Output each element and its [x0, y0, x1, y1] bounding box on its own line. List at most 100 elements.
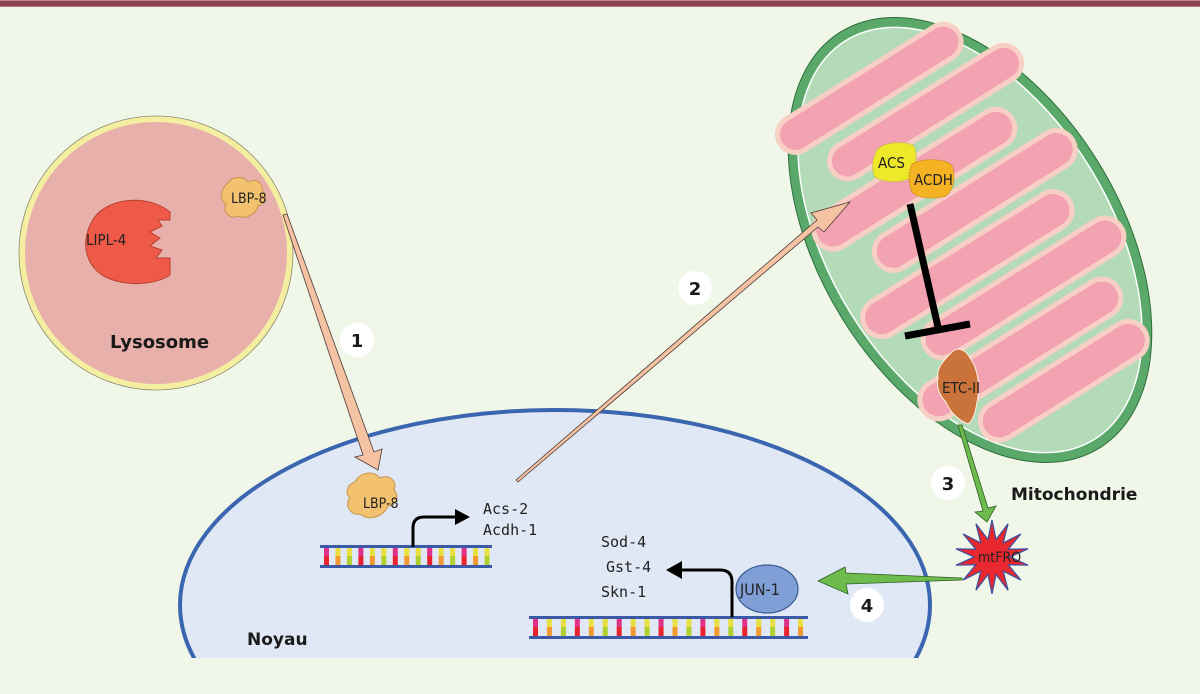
- nucleus-label: Noyau: [247, 630, 308, 650]
- dna-base-pair: [770, 619, 776, 628]
- dna-base-pair: [346, 556, 352, 565]
- dna-base-pair: [461, 556, 467, 565]
- gene-gst4: Gst-4: [606, 558, 651, 576]
- step-number-3: 3: [942, 474, 955, 495]
- dna-base-pair: [602, 627, 608, 636]
- dna-base-pair: [728, 619, 734, 628]
- dna-strand-1: [320, 545, 492, 568]
- dna-base-pair: [714, 627, 720, 636]
- jun1-protein: [735, 564, 799, 614]
- dna-base-pair: [658, 627, 664, 636]
- dna-base-pair: [438, 556, 444, 565]
- gene-acs2: Acs-2: [483, 500, 528, 518]
- lbp8-nucleus-protein: [346, 472, 398, 519]
- acs-label: ACS: [878, 154, 905, 172]
- step-badge-2: 2: [678, 271, 712, 305]
- step-number-4: 4: [861, 596, 874, 617]
- dna-base-pair: [728, 627, 734, 636]
- acdh-protein: [908, 159, 955, 199]
- lysosome: LIPL-4 Lysosome LBP-8: [18, 115, 294, 391]
- dna-base-pair: [588, 619, 594, 628]
- mtfro-label: mtFRO: [978, 550, 1021, 566]
- dna-base-pair: [798, 627, 804, 636]
- transcription-arrow-1: [411, 515, 458, 547]
- dna-base-pair: [533, 619, 538, 628]
- lbp8-lysosome-protein: [221, 177, 266, 218]
- dna-base-pair: [450, 556, 456, 565]
- dna-base-pair: [574, 619, 580, 628]
- dna-backbone-top: [529, 616, 808, 619]
- jun1-label: JUN-1: [739, 580, 780, 599]
- step-badge-1: 1: [340, 323, 374, 357]
- dna-base-pair: [324, 548, 329, 557]
- lipl4-label: LIPL-4: [86, 231, 126, 249]
- dna-base-pair: [546, 619, 552, 628]
- dna-base-pair: [404, 548, 410, 557]
- dna-base-pair: [658, 619, 664, 628]
- dna-backbone-bottom: [529, 636, 808, 639]
- dna-base-pair: [574, 627, 580, 636]
- dna-base-pair: [473, 556, 479, 565]
- top-border-bar: [0, 0, 1200, 7]
- dna-backbone-bottom: [320, 565, 492, 568]
- transcription-arrowhead-2: [666, 561, 682, 579]
- dna-base-pair: [533, 627, 538, 636]
- dna-base-pair: [392, 556, 398, 565]
- etc2-complex: [937, 348, 979, 425]
- mito-cristae: [775, 21, 1150, 443]
- arrow-step-4: [817, 566, 963, 595]
- mitochondrion-label: Mitochondrie: [1011, 485, 1137, 505]
- nucleus: [178, 408, 932, 658]
- dna-base-pair: [427, 556, 433, 565]
- etc2-label: ETC-II: [942, 379, 980, 397]
- dna-base-pair: [484, 548, 490, 557]
- dna-base-pair: [742, 627, 748, 636]
- nucleus-body: [178, 408, 932, 658]
- dna-base-pair: [630, 627, 636, 636]
- dna-base-pair: [714, 619, 720, 628]
- lysosome-outline: [18, 115, 294, 391]
- dna-base-pair: [798, 619, 804, 628]
- dna-base-pair: [700, 619, 706, 628]
- dna-base-pair: [602, 619, 608, 628]
- dna-base-pair: [784, 627, 790, 636]
- dna-base-pair: [358, 556, 364, 565]
- dna-base-pair: [450, 548, 456, 557]
- dna-base-pair: [644, 619, 650, 628]
- dna-base-pair: [700, 627, 706, 636]
- lbp8-lysosome-label: LBP-8: [231, 191, 267, 207]
- lbp8-nucleus-label: LBP-8: [363, 496, 399, 512]
- dna-base-pair: [324, 556, 329, 565]
- dna-base-pair: [381, 548, 387, 557]
- gene-acdh1: Acdh-1: [483, 521, 537, 539]
- dna-base-pair: [644, 627, 650, 636]
- dna-base-pair: [588, 627, 594, 636]
- dna-base-pair: [369, 548, 375, 557]
- dna-base-pair: [630, 619, 636, 628]
- dna-strand-2: [529, 616, 808, 639]
- dna-base-pair: [560, 627, 566, 636]
- dna-base-pair: [369, 556, 375, 565]
- inhibition-bar: [904, 320, 971, 340]
- acdh-label: ACDH: [914, 171, 953, 189]
- dna-base-pair: [438, 548, 444, 557]
- arrow-step-2: [515, 201, 852, 483]
- transcription-arrowhead-1: [455, 509, 470, 525]
- dna-backbone-top: [320, 545, 492, 548]
- dna-base-pair: [742, 619, 748, 628]
- step-badge-3: 3: [931, 466, 965, 500]
- transcription-arrow-2: [678, 568, 734, 617]
- dna-base-pair: [616, 627, 622, 636]
- lipl4-enzyme: [85, 199, 171, 285]
- arrow-step-1: [282, 213, 383, 471]
- dna-base-pair: [784, 619, 790, 628]
- inhibition-line: [906, 203, 942, 328]
- dna-base-pair: [473, 548, 479, 557]
- dna-base-pair: [392, 548, 398, 557]
- dna-base-pair: [381, 556, 387, 565]
- dna-base-pair: [346, 548, 352, 557]
- dna-base-pair: [560, 619, 566, 628]
- dna-base-pair: [415, 548, 421, 557]
- dna-base-pair: [686, 619, 692, 628]
